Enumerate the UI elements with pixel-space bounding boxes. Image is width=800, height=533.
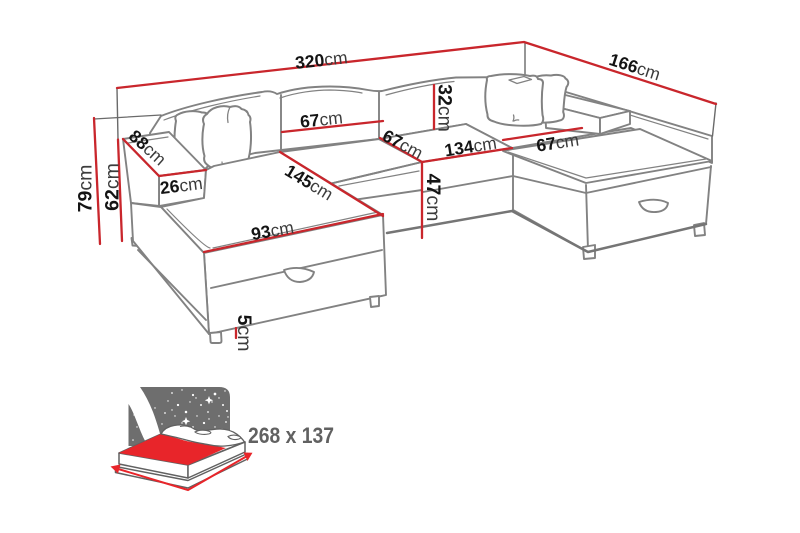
svg-text:5cm: 5cm [233, 315, 255, 352]
svg-text:67cm: 67cm [535, 129, 580, 155]
svg-text:47cm: 47cm [422, 174, 444, 222]
svg-text:67cm: 67cm [299, 107, 344, 131]
svg-text:32cm: 32cm [434, 84, 456, 132]
svg-text:62cm: 62cm [102, 163, 124, 211]
svg-text:268 x 137: 268 x 137 [248, 423, 334, 448]
svg-text:320cm: 320cm [294, 47, 348, 73]
svg-text:93cm: 93cm [250, 217, 296, 244]
svg-text:134cm: 134cm [443, 133, 498, 161]
svg-text:79cm: 79cm [74, 165, 96, 213]
svg-text:166cm: 166cm [607, 49, 663, 84]
svg-text:26cm: 26cm [159, 173, 204, 198]
